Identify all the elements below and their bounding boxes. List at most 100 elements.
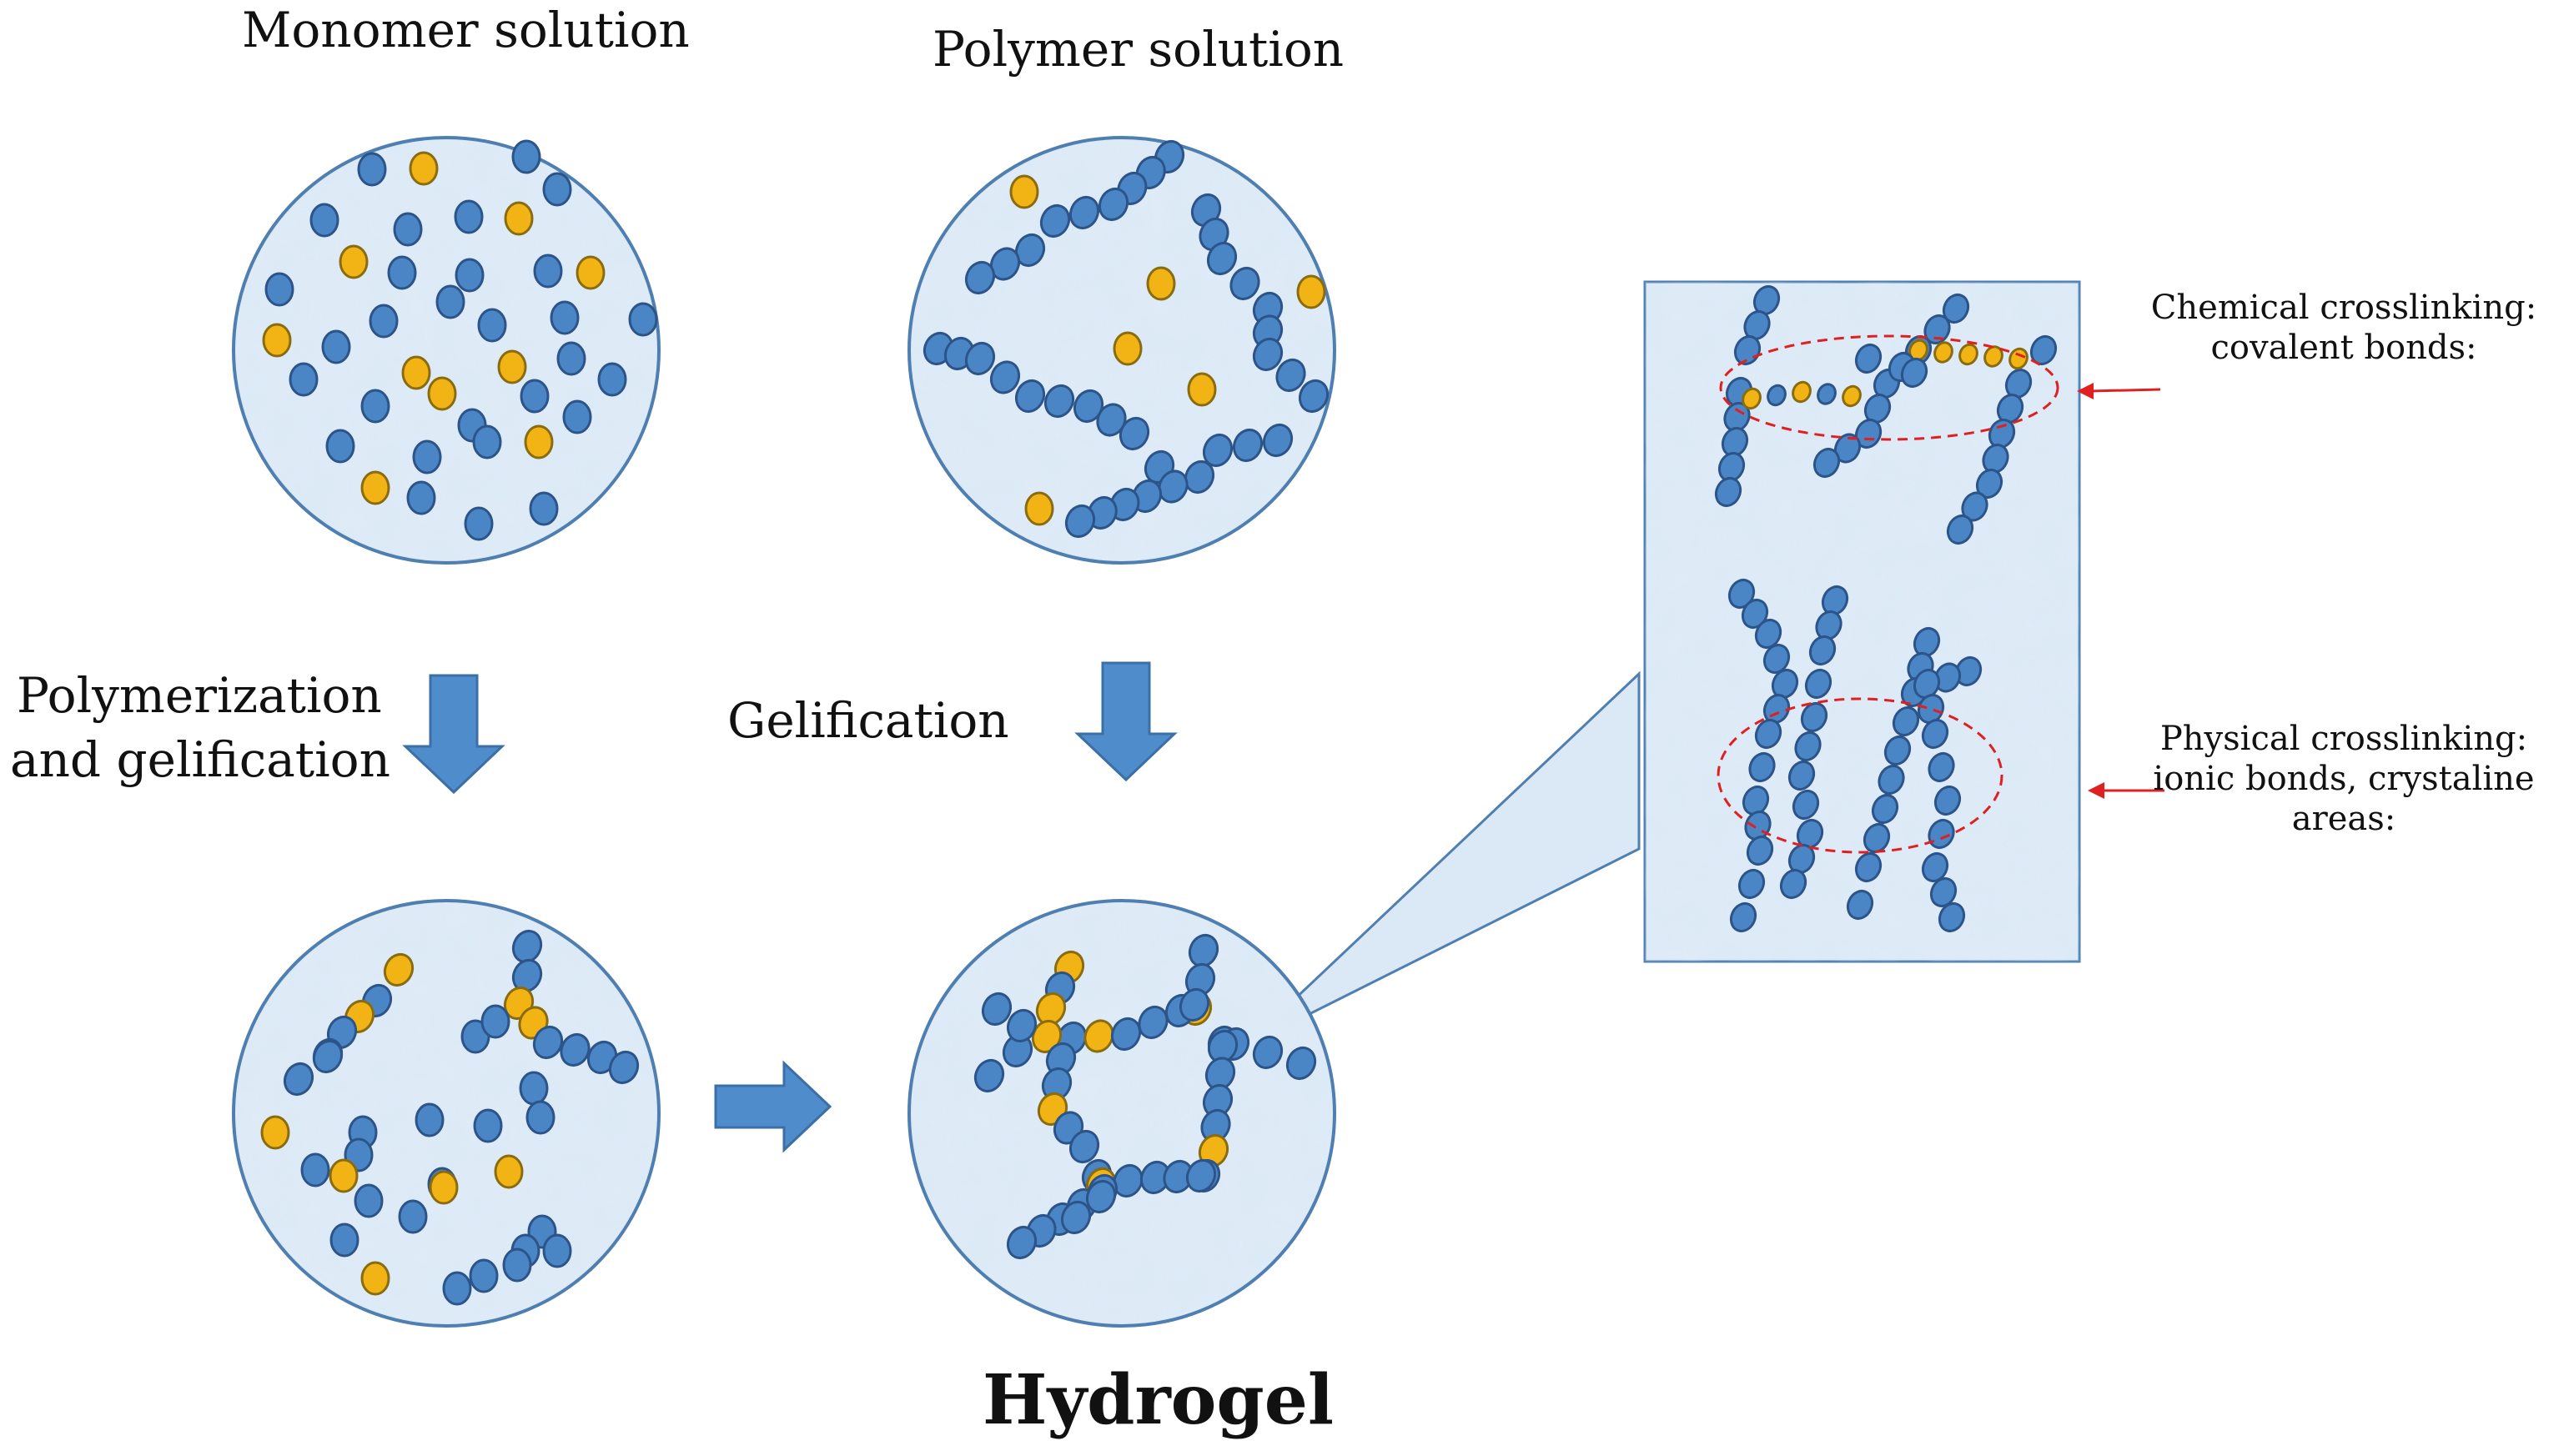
monomer-bead — [393, 212, 423, 247]
monomer-bead — [1006, 1009, 1038, 1042]
monomer-bead — [1929, 876, 1958, 908]
monomer-bead — [1131, 479, 1163, 513]
monomer-bead — [1185, 1159, 1217, 1192]
down-arrow-gelification — [1074, 661, 1178, 782]
crosslinker-bead — [401, 355, 431, 390]
crosslinker-bead — [1146, 266, 1176, 301]
monomer-bead — [1729, 901, 1757, 933]
monomer-bead — [1252, 1036, 1284, 1069]
polymerization-label-line1: Polymerization — [17, 667, 382, 724]
monomer-bead — [1064, 505, 1096, 538]
crosslinker-bead — [1958, 343, 1978, 366]
monomer-bead — [1068, 196, 1100, 229]
monomer-bead — [1779, 868, 1807, 900]
monomer-bead — [309, 203, 339, 238]
monomer-bead — [1252, 338, 1284, 371]
monomer-bead — [264, 272, 294, 307]
monomer-bead — [1006, 1226, 1038, 1259]
crosslinker-bead — [262, 323, 292, 358]
crosslinker-bead — [497, 349, 527, 384]
monomer-bead — [973, 1059, 1005, 1092]
monomer-bead — [1109, 488, 1140, 521]
monomer-bead — [502, 1248, 532, 1283]
polymer-solution-circle — [907, 136, 1336, 565]
crosslinker-bead — [1187, 372, 1217, 407]
chemical-label-line2: covalent bonds: — [2210, 329, 2477, 367]
monomer-bead — [1883, 735, 1912, 766]
monomer-bead — [519, 1071, 549, 1106]
monomer-bead — [1787, 760, 1816, 791]
monomer-bead — [1119, 417, 1150, 450]
monomer-bead — [369, 304, 399, 339]
monomer-bead — [1928, 751, 1955, 783]
crosslinker-bead — [1842, 384, 1862, 408]
chemical-label-line1: Chemical crosslinking: — [2150, 289, 2537, 327]
monomer-bead — [560, 1033, 591, 1067]
monomer-bead — [300, 1152, 330, 1187]
crosslinker-bead — [1113, 331, 1143, 366]
monomer-bead — [289, 362, 319, 397]
monomer-bead — [1942, 293, 1970, 324]
monomer-bead — [1800, 701, 1828, 733]
down-arrow-polymerization — [402, 674, 505, 795]
monomer-bead — [1014, 233, 1046, 267]
crosslinker-bead — [1024, 491, 1054, 526]
crosslinker-bead — [1933, 341, 1953, 364]
polymer-solution-label: Polymer solution — [933, 21, 1345, 78]
monomer-bead — [1933, 785, 1962, 816]
monomer-bead — [1812, 447, 1841, 479]
monomer-bead — [283, 1062, 314, 1096]
monomer-bead — [1921, 851, 1949, 883]
monomer-bead — [525, 1100, 556, 1135]
monomer-bead — [1817, 383, 1837, 405]
monomer-bead — [321, 329, 351, 364]
hydrogel-label: Hydrogel — [983, 1360, 1335, 1440]
monomer-bead — [1804, 668, 1832, 700]
chemical-pointer-arrow — [2077, 383, 2161, 399]
monomer-bead — [1262, 424, 1294, 457]
monomer-bead — [1039, 204, 1071, 238]
monomer-bead — [1229, 267, 1260, 300]
monomer-bead — [1014, 379, 1046, 413]
monomer-bead — [1913, 668, 1941, 700]
gelification-label: Gelification — [727, 692, 1009, 749]
monomer-bead — [550, 300, 580, 335]
crosslinker-bead — [260, 1115, 290, 1150]
monomer-bead — [1085, 1180, 1117, 1213]
monomer-bead — [1854, 343, 1883, 374]
monomer-bead — [556, 341, 586, 376]
monomer-bead — [628, 302, 658, 337]
monomer-bead — [1098, 188, 1129, 221]
monomer-bead — [1794, 731, 1822, 762]
monomer-bead — [542, 1233, 572, 1268]
monomer-bead — [1762, 643, 1791, 675]
monomer-bead — [473, 1108, 503, 1143]
monomer-bead — [1928, 818, 1955, 850]
monomer-bead — [1938, 901, 1966, 933]
monomer-bead — [1298, 379, 1330, 413]
monomer-bead — [1846, 889, 1874, 921]
monomer-bead — [1206, 242, 1238, 275]
monomer-bead — [1043, 384, 1075, 418]
monomer-bead — [542, 172, 572, 207]
chemical-crosslinking-label: Chemical crosslinking: covalent bonds: — [2123, 288, 2565, 368]
monomer-bead — [964, 261, 996, 294]
hydrogel-circle — [907, 899, 1336, 1328]
crosslinker-bead — [360, 470, 390, 505]
monomer-bead — [1871, 793, 1899, 825]
monomer-bead — [1863, 822, 1891, 854]
monomer-bead — [1158, 469, 1189, 504]
monomer-bead — [1854, 851, 1883, 883]
crosslinker-bead — [576, 255, 606, 290]
monomer-bead — [1190, 193, 1222, 227]
physical-crosslinking-label: Physical crosslinking: ionic bonds, crys… — [2123, 719, 2565, 839]
monomer-bead — [442, 1271, 472, 1306]
crosslinker-bead — [1009, 174, 1039, 209]
monomer-bead — [1285, 1047, 1317, 1080]
monomer-bead — [477, 308, 507, 343]
monomer-bead — [1878, 764, 1905, 796]
monomer-bead — [1113, 1164, 1144, 1197]
monomer-bead — [1184, 460, 1215, 494]
monomer-bead — [1179, 988, 1210, 1022]
